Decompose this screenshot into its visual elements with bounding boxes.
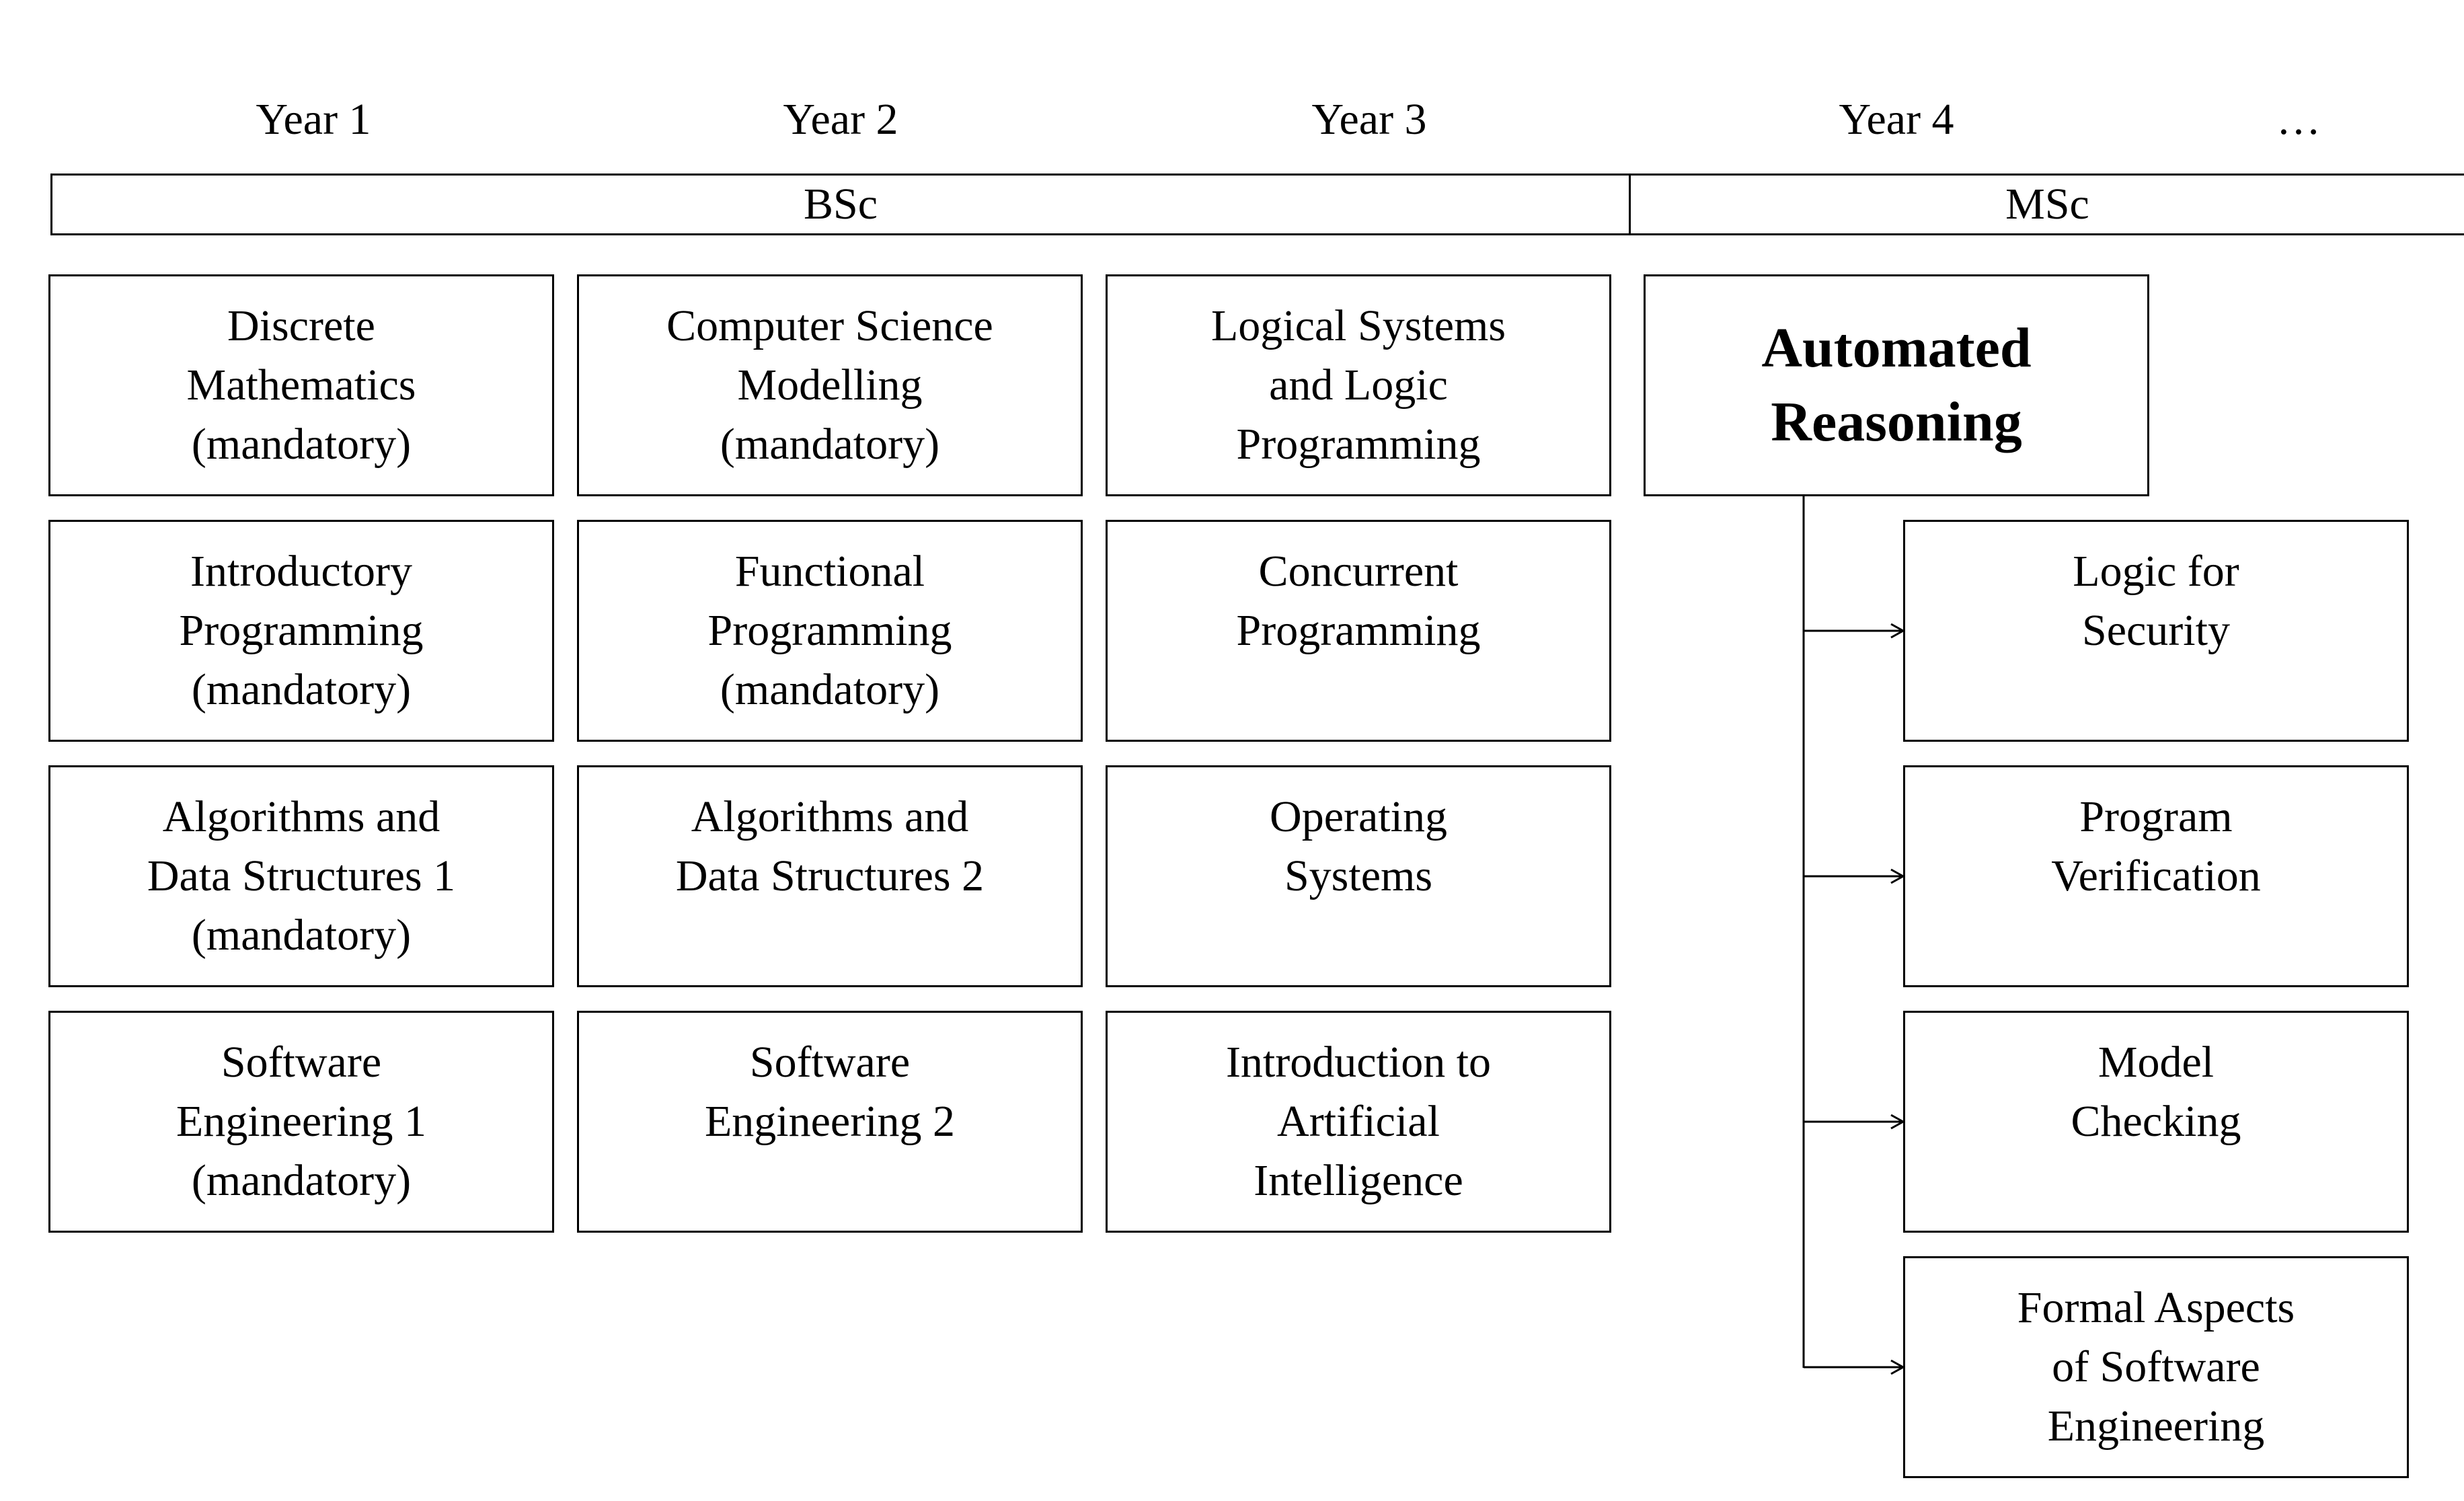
course-line: Introductory <box>190 547 412 596</box>
course-logical-systems-logic-programming: Logical Systems and Logic Programming <box>1106 274 1611 496</box>
course-algorithms-data-structures-1: Algorithms and Data Structures 1 (mandat… <box>48 765 554 987</box>
course-line: Engineering 2 <box>704 1097 956 1146</box>
course-line: Programming <box>707 606 952 655</box>
course-line: Systems <box>1284 851 1433 900</box>
course-line: Logic for <box>2073 547 2239 596</box>
course-line: (mandatory) <box>720 420 940 469</box>
course-line: Intelligence <box>1254 1156 1463 1205</box>
course-computer-science-modelling: Computer Science Modelling (mandatory) <box>577 274 1083 496</box>
course-line: Model <box>2097 1038 2215 1087</box>
course-line: Mathematics <box>186 360 416 410</box>
course-operating-systems: Operating Systems <box>1106 765 1611 987</box>
course-line: Data Structures 1 <box>147 851 456 900</box>
course-line: Engineering 1 <box>176 1097 427 1146</box>
ellipsis-label: … <box>2276 95 2321 144</box>
year-2-label: Year 2 <box>783 95 898 144</box>
course-software-engineering-1: Software Engineering 1 (mandatory) <box>48 1011 554 1233</box>
course-model-checking: Model Checking <box>1903 1011 2409 1233</box>
course-line: (mandatory) <box>191 911 412 960</box>
course-program-verification: Program Verification <box>1903 765 2409 987</box>
arrowhead-icon <box>1890 868 1906 884</box>
course-line: Automated <box>1761 317 2032 379</box>
course-concurrent-programming: Concurrent Programming <box>1106 520 1611 742</box>
course-line: Artificial <box>1277 1097 1440 1146</box>
course-line: Algorithms and <box>691 792 969 841</box>
course-formal-aspects-software-engineering: Formal Aspects of Software Engineering <box>1903 1256 2409 1478</box>
course-line: (mandatory) <box>191 1156 412 1205</box>
arrowhead-icon <box>1890 1114 1906 1130</box>
course-line: (mandatory) <box>720 665 940 714</box>
course-line: Operating <box>1270 792 1447 841</box>
course-line: Programming <box>1236 420 1481 469</box>
course-line: Modelling <box>737 360 923 410</box>
course-line: Software <box>749 1038 911 1087</box>
course-line: Algorithms and <box>162 792 440 841</box>
course-line: Programming <box>179 606 424 655</box>
year-4-label: Year 4 <box>1839 95 1954 144</box>
course-logic-for-security: Logic for Security <box>1903 520 2409 742</box>
course-line: Reasoning <box>1771 391 2022 453</box>
course-line: Functional <box>734 547 925 596</box>
msc-label: MSc <box>2005 180 2089 229</box>
course-line: Concurrent <box>1258 547 1459 596</box>
course-line: Data Structures 2 <box>675 851 985 900</box>
year-3-label: Year 3 <box>1311 95 1427 144</box>
course-line: Computer Science <box>666 301 993 350</box>
course-line: Formal Aspects <box>2017 1283 2295 1332</box>
course-line: Logical Systems <box>1210 301 1506 350</box>
course-line: Checking <box>2071 1097 2241 1146</box>
msc-bar: MSc <box>1629 174 2464 235</box>
bsc-bar: BSc <box>50 174 1631 235</box>
course-discrete-mathematics: Discrete Mathematics (mandatory) <box>48 274 554 496</box>
course-line: Discrete <box>227 301 375 350</box>
course-intro-artificial-intelligence: Introduction to Artificial Intelligence <box>1106 1011 1611 1233</box>
course-software-engineering-2: Software Engineering 2 <box>577 1011 1083 1233</box>
course-line: (mandatory) <box>191 665 412 714</box>
course-line: Verification <box>2051 851 2261 900</box>
course-line: Engineering <box>2047 1401 2265 1451</box>
course-line: of Software <box>2052 1342 2260 1391</box>
course-line: and Logic <box>1269 360 1448 410</box>
arrowhead-icon <box>1890 1359 1906 1375</box>
year-1-label: Year 1 <box>256 95 371 144</box>
bsc-label: BSc <box>803 180 878 229</box>
course-line: Programming <box>1236 606 1481 655</box>
course-line: (mandatory) <box>191 420 412 469</box>
course-line: Introduction to <box>1225 1038 1492 1087</box>
course-line: Security <box>2082 606 2230 655</box>
course-line: Software <box>221 1038 382 1087</box>
course-line: Program <box>2079 792 2233 841</box>
course-algorithms-data-structures-2: Algorithms and Data Structures 2 <box>577 765 1083 987</box>
course-functional-programming: Functional Programming (mandatory) <box>577 520 1083 742</box>
course-automated-reasoning: Automated Reasoning <box>1644 274 2149 496</box>
course-introductory-programming: Introductory Programming (mandatory) <box>48 520 554 742</box>
arrowhead-icon <box>1890 623 1906 639</box>
